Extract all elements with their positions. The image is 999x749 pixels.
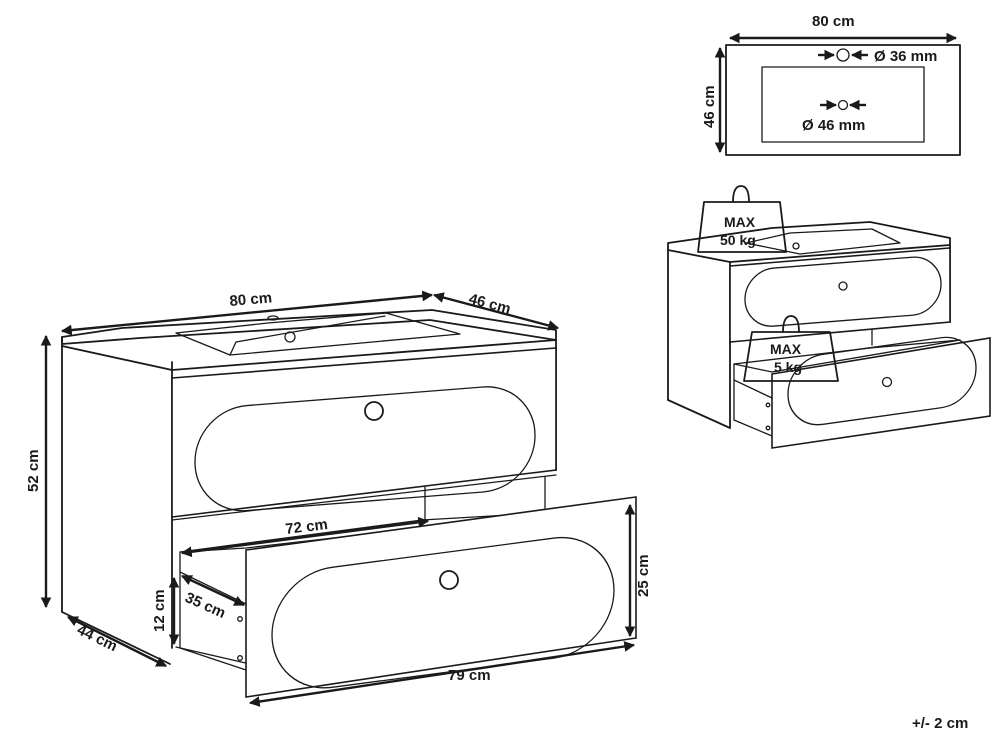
top-load-line1: MAX <box>724 214 756 230</box>
drawer-load-line2: 5 kg <box>774 359 802 375</box>
main-dimension-lines <box>40 290 636 707</box>
top-view: 80 cm 46 cm Ø 36 mm Ø 46 mm <box>701 13 961 156</box>
top-label-width: 80 cm <box>812 13 855 30</box>
upper-drawer-panel <box>194 386 536 512</box>
label-drawer-inner-width: 72 cm <box>284 516 328 538</box>
top-label-depth: 46 cm <box>701 85 718 128</box>
label-depth: 46 cm <box>467 290 512 317</box>
label-base-depth: 44 cm <box>74 621 120 655</box>
weight-icon-drawer: MAX 5 kg <box>743 315 839 382</box>
label-drawer-inner-height: 12 cm <box>151 589 168 632</box>
tolerance-note: +/- 2 cm <box>912 715 968 732</box>
load-capacity-view: MAX 50 kg MAX 5 kg <box>667 185 991 449</box>
weight-icon-top: MAX 50 kg <box>697 185 787 253</box>
upper-drawer-knob <box>364 401 384 421</box>
drain-hole <box>837 99 849 111</box>
top-load-line2: 50 kg <box>720 232 756 248</box>
label-drawer-front-height: 25 cm <box>635 554 652 597</box>
top-label-tap-hole: Ø 36 mm <box>874 48 937 65</box>
main-cabinet-view: 80 cm 46 cm 52 cm 44 cm 72 cm 35 cm 12 c… <box>25 289 652 707</box>
label-width: 80 cm <box>229 289 273 310</box>
tap-hole <box>836 48 850 62</box>
label-height: 52 cm <box>25 449 42 492</box>
top-label-drain: Ø 46 mm <box>802 117 865 134</box>
lower-drawer-knob <box>439 570 459 590</box>
lower-drawer-open <box>179 496 637 698</box>
label-drawer-front-width: 79 cm <box>448 667 491 684</box>
drawer-load-line1: MAX <box>770 341 802 357</box>
